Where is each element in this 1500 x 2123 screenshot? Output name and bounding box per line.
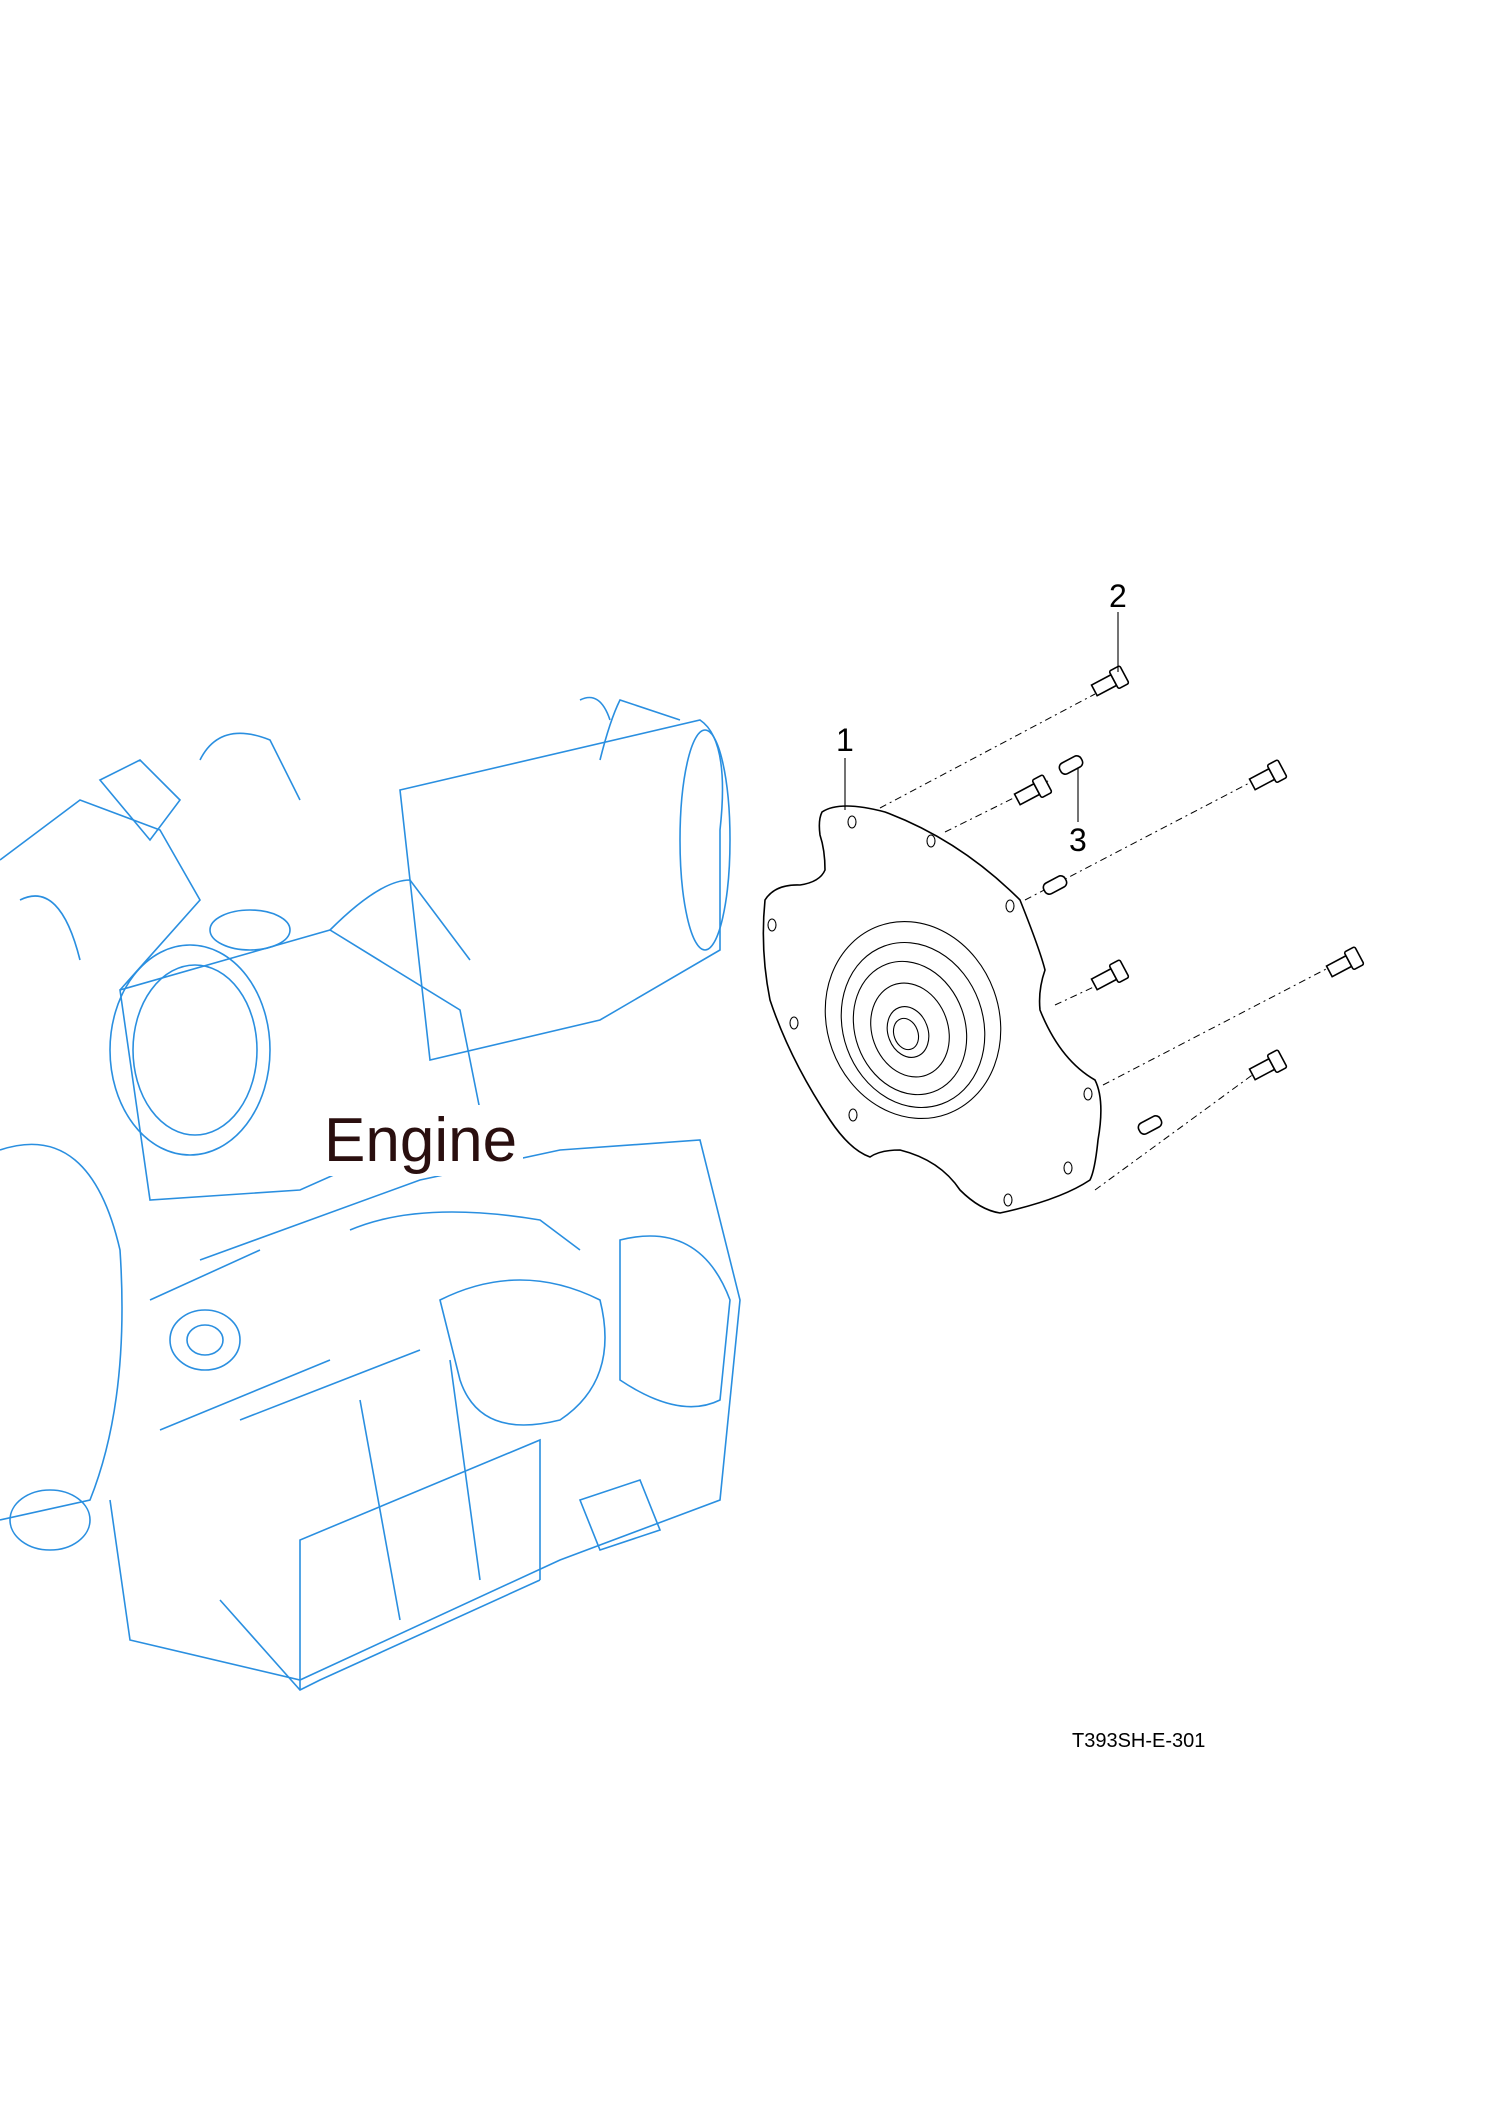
callout-2: 2 — [1109, 578, 1127, 614]
drawing-number: T393SH-E-301 — [1072, 1730, 1206, 1752]
engine-label: Engine — [318, 1105, 524, 1176]
part-2-bolts[interactable] — [1013, 665, 1365, 1084]
part-1-adapter-plate[interactable] — [762, 805, 1102, 1214]
engine-drawing — [0, 696, 741, 1691]
callout-1: 1 — [836, 722, 854, 758]
callout-leaders — [844, 612, 1119, 822]
callout-3: 3 — [1069, 822, 1087, 858]
part-3-dowel-pins[interactable] — [1042, 754, 1164, 1136]
